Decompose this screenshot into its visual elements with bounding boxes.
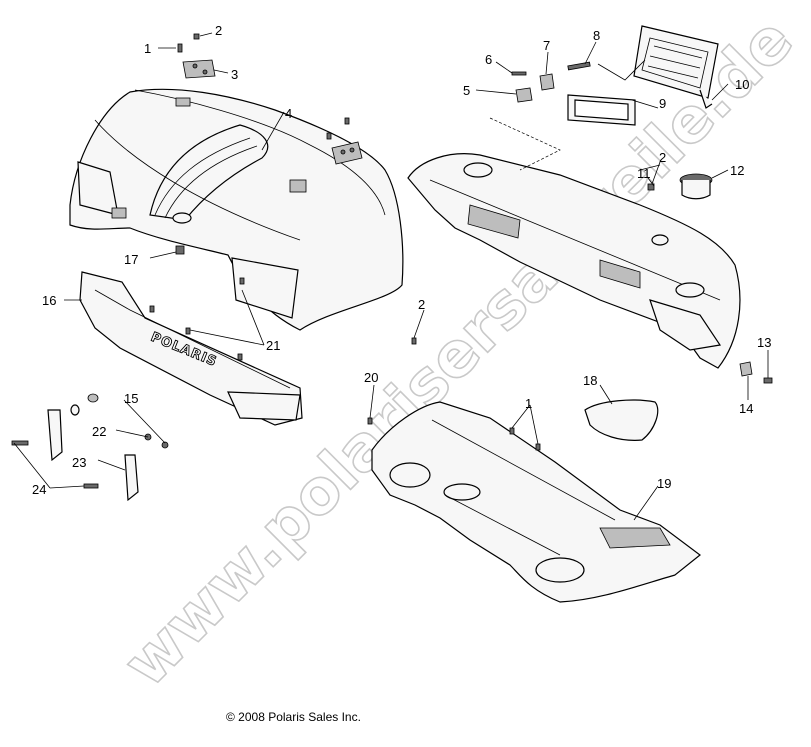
cupholder-part (679, 173, 713, 200)
floor-part (371, 401, 701, 603)
cover-part (584, 399, 659, 441)
callout-13: 13 (757, 335, 771, 350)
bolt-part (177, 33, 350, 140)
callout-17: 17 (124, 252, 138, 267)
callout-20: 20 (364, 370, 378, 385)
gasket-part (567, 94, 636, 126)
dash-part (407, 153, 741, 369)
callout-16: 16 (42, 293, 56, 308)
callout-labels: 1 2 3 4 5 6 7 8 9 10 11 12 13 14 15 16 1… (32, 23, 771, 497)
callout-12: 12 (730, 163, 744, 178)
callout-1: 1 (144, 41, 151, 56)
hinge-part (182, 59, 216, 79)
hood-part (69, 88, 404, 331)
callout-21: 21 (266, 338, 280, 353)
callout-24: 24 (32, 482, 46, 497)
callout-8: 8 (593, 28, 600, 43)
callout-10: 10 (735, 77, 749, 92)
hardware-part (11, 393, 169, 502)
callout-19: 19 (657, 476, 671, 491)
callout-23: 23 (72, 455, 86, 470)
callout-4: 4 (285, 106, 292, 121)
callout-22: 22 (92, 424, 106, 439)
screw-part (149, 245, 245, 361)
callout-3: 3 (231, 67, 238, 82)
callout-7: 7 (543, 38, 550, 53)
glovebox-door-part (633, 25, 719, 109)
callout-2c: 2 (659, 150, 666, 165)
callout-2b: 2 (418, 297, 425, 312)
callout-18: 18 (583, 373, 597, 388)
callout-6: 6 (485, 52, 492, 67)
leader-lines (13, 32, 769, 521)
callout-11: 11 (637, 166, 651, 181)
callout-1b: 1 (525, 396, 532, 411)
callout-2: 2 (215, 23, 222, 38)
hinge-part-right (331, 141, 363, 165)
callout-14: 14 (739, 401, 753, 416)
callout-5: 5 (463, 83, 470, 98)
latch-part (489, 59, 646, 171)
callout-15: 15 (124, 391, 138, 406)
copyright-text: © 2008 Polaris Sales Inc. (226, 710, 361, 724)
callout-9: 9 (659, 96, 666, 111)
clip-part (647, 183, 773, 384)
